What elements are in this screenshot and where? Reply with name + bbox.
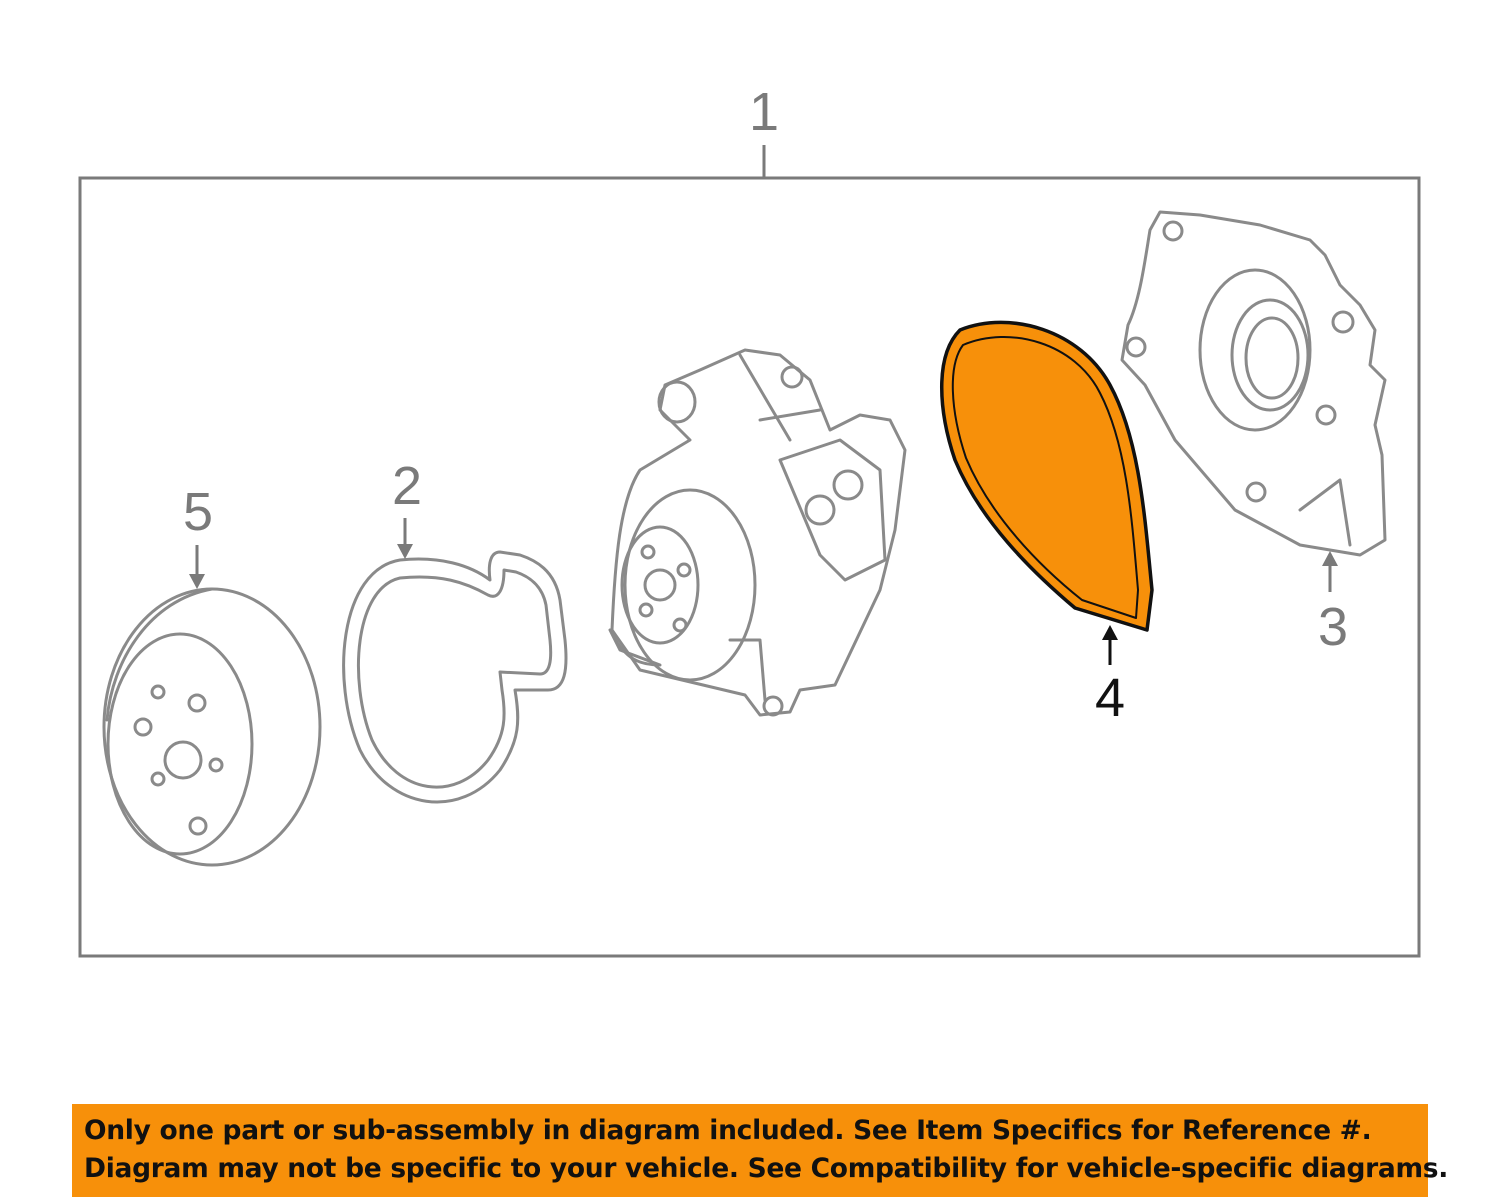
- callout-5[interactable]: 5: [183, 482, 213, 542]
- notice-line-2: Diagram may not be specific to your vehi…: [84, 1153, 1449, 1184]
- callout-4[interactable]: 4: [1095, 668, 1125, 728]
- callout-2[interactable]: 2: [392, 456, 422, 516]
- callout-3[interactable]: 3: [1318, 597, 1348, 657]
- part-4-gasket-highlighted[interactable]: [940, 320, 1154, 632]
- water-pump-body[interactable]: [608, 348, 907, 717]
- callout-2-arrow: [397, 544, 413, 559]
- callout-4-arrow: [1102, 625, 1118, 640]
- parts-diagram: 1 5 2: [78, 82, 1421, 958]
- callout-5-arrow: [189, 574, 205, 589]
- part-3-housing[interactable]: [1120, 210, 1387, 557]
- notice-line-1: Only one part or sub-assembly in diagram…: [84, 1115, 1372, 1146]
- assembly-frame: [78, 176, 1421, 958]
- callout-1[interactable]: 1: [749, 82, 779, 142]
- notice-banner: Only one part or sub-assembly in diagram…: [72, 1104, 1449, 1197]
- part-2-gasket[interactable]: [342, 550, 568, 804]
- part-5-pulley[interactable]: [102, 587, 322, 867]
- callout-3-arrow: [1322, 551, 1338, 566]
